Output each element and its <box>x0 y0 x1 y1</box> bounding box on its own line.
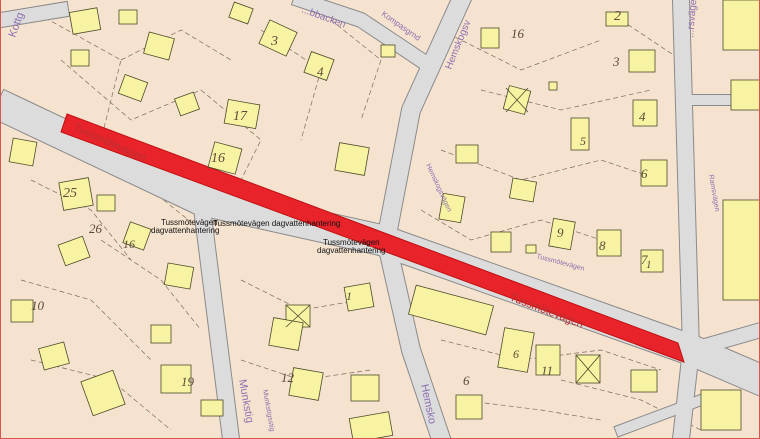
building <box>38 341 70 371</box>
building <box>548 81 558 91</box>
building <box>730 79 759 111</box>
block-number: 1 <box>646 259 652 271</box>
building-cross-marks <box>285 87 601 384</box>
block-number: 1 <box>346 289 352 303</box>
building <box>380 44 396 58</box>
building <box>160 364 192 394</box>
building <box>117 73 149 103</box>
block-number: 5 <box>580 134 586 148</box>
block-number: 3 <box>612 54 620 69</box>
building <box>630 369 658 393</box>
highlighted-road-segment[interactable] <box>60 113 685 363</box>
building <box>10 299 34 323</box>
building <box>118 9 138 25</box>
building <box>535 344 561 376</box>
building <box>640 159 668 187</box>
building <box>80 369 126 417</box>
block-number: 16 <box>511 26 525 41</box>
building <box>200 399 224 417</box>
block-number: 12 <box>281 370 295 385</box>
building <box>350 374 380 402</box>
building <box>596 229 622 257</box>
block-number: 9 <box>557 225 564 240</box>
building <box>288 367 324 401</box>
block-number: 4 <box>639 109 646 124</box>
block-number: 25 <box>63 186 77 201</box>
building <box>455 394 483 420</box>
building <box>174 91 200 117</box>
building <box>228 1 254 25</box>
building <box>632 99 658 127</box>
callout-labels: Tussmötevägen dagvattenhantering Tussmöt… <box>151 218 386 255</box>
building <box>207 141 243 175</box>
street-label: ...rsvägen <box>685 0 700 38</box>
building <box>223 98 261 130</box>
building <box>58 177 94 211</box>
callout-a-line2: dagvattenhantering <box>151 226 220 235</box>
block-number: 2 <box>614 9 621 24</box>
block-number: 16 <box>211 151 225 166</box>
building <box>70 49 90 67</box>
building <box>700 389 742 431</box>
building <box>455 144 479 164</box>
building <box>722 0 759 51</box>
block-number: 6 <box>641 166 648 181</box>
block-number: 19 <box>181 374 195 389</box>
building <box>163 262 195 290</box>
building <box>8 137 38 167</box>
building <box>348 411 394 438</box>
building <box>497 327 535 373</box>
block-number: 17 <box>233 109 248 124</box>
block-number: 3 <box>270 34 278 49</box>
building <box>143 31 175 61</box>
building <box>722 199 759 301</box>
building <box>68 7 102 35</box>
building <box>570 117 590 151</box>
block-number: 6 <box>513 347 519 361</box>
building <box>268 317 304 351</box>
callout-c-line1: Tussmötevägen <box>323 238 380 247</box>
building <box>334 142 370 176</box>
callout-a-line1: Tussmötevägen <box>161 218 218 227</box>
callout-c-line2: dagvattenhantering <box>317 246 386 255</box>
block-number: 10 <box>31 298 45 313</box>
building <box>508 177 538 203</box>
block-number: 11 <box>541 363 553 378</box>
block-number: 4 <box>317 64 324 79</box>
block-number: 26 <box>89 221 103 236</box>
building <box>490 231 512 253</box>
building <box>525 244 537 254</box>
block-number: 6 <box>463 373 470 388</box>
callout-b-line1: Tussmötevägen dagvattenhantering <box>213 219 340 228</box>
building <box>303 51 335 81</box>
building <box>96 194 116 212</box>
building <box>438 192 466 224</box>
building <box>343 282 375 312</box>
buildings <box>8 0 759 438</box>
building <box>57 235 91 267</box>
building <box>122 221 152 251</box>
block-numbers: 2 3 3 4 4 5 6 16 17 16 25 26 16 9 8 7 1 … <box>31 9 652 389</box>
building <box>640 249 664 273</box>
building <box>480 27 500 49</box>
block-number: 8 <box>599 238 606 253</box>
building <box>150 324 172 344</box>
building <box>628 49 656 73</box>
building <box>548 217 576 251</box>
building <box>605 11 629 27</box>
building <box>407 284 495 336</box>
building <box>258 19 298 57</box>
block-number: 7 <box>641 252 648 267</box>
block-number: 16 <box>123 237 135 251</box>
